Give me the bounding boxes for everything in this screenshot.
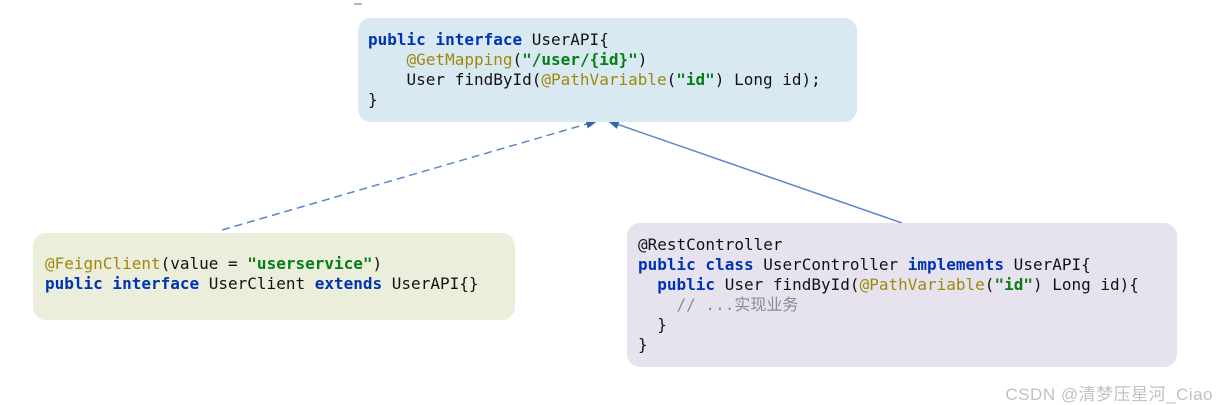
code-token: public interface bbox=[368, 30, 523, 49]
code-token: ( bbox=[984, 275, 995, 294]
code-token: "id" bbox=[994, 275, 1033, 294]
code-token: User findById( bbox=[368, 70, 542, 89]
code-line: public interface UserAPI{ bbox=[368, 30, 847, 50]
code-token: ( bbox=[512, 50, 523, 69]
code-token: } bbox=[368, 90, 378, 109]
code-token: // ...实现业务 bbox=[638, 295, 799, 314]
code-token: @PathVariable bbox=[541, 70, 667, 89]
code-block-userclient: @FeignClient(value = "userservice")publi… bbox=[33, 233, 515, 320]
code-line: public class UserController implements U… bbox=[638, 255, 1166, 275]
code-line: // ...实现业务 bbox=[638, 295, 1166, 315]
code-token: UserAPI{} bbox=[382, 274, 479, 293]
code-token: implements bbox=[907, 255, 1005, 274]
code-token: User findById( bbox=[715, 275, 860, 294]
code-token: "userservice" bbox=[247, 254, 373, 273]
code-line: } bbox=[638, 315, 1166, 335]
code-line: public User findById(@PathVariable("id")… bbox=[638, 275, 1166, 295]
code-token bbox=[638, 275, 657, 294]
code-line: } bbox=[368, 90, 847, 110]
code-token: } bbox=[638, 335, 648, 354]
arrow-userclient-extends-userapi bbox=[221, 119, 598, 231]
code-token: ) Long id); bbox=[714, 70, 821, 89]
code-line: @RestController bbox=[638, 235, 1166, 255]
code-token: ) bbox=[372, 254, 383, 273]
code-token: (value = bbox=[160, 254, 248, 273]
code-line: } bbox=[638, 335, 1166, 355]
code-token: UserClient bbox=[199, 274, 315, 293]
code-token: UserController bbox=[753, 255, 908, 274]
arrow-usercontroller-implements-userapi bbox=[607, 120, 903, 224]
code-token: ) Long id){ bbox=[1032, 275, 1139, 294]
code-token: ) bbox=[637, 50, 648, 69]
code-token: @RestController bbox=[638, 235, 783, 254]
watermark: CSDN @清梦压星河_Ciao bbox=[1005, 385, 1213, 404]
top-edge-mark bbox=[354, 3, 362, 5]
code-token: public class bbox=[638, 255, 754, 274]
code-line: @GetMapping("/user/{id}") bbox=[368, 50, 847, 70]
code-token: } bbox=[638, 315, 667, 334]
code-token: "id" bbox=[676, 70, 715, 89]
code-line: public interface UserClient extends User… bbox=[45, 274, 503, 294]
code-token bbox=[368, 50, 407, 69]
code-line: User findById(@PathVariable("id") Long i… bbox=[368, 70, 847, 90]
code-token: ( bbox=[666, 70, 677, 89]
code-token: UserAPI{ bbox=[1004, 255, 1091, 274]
code-line: @FeignClient(value = "userservice") bbox=[45, 254, 503, 274]
code-block-userapi: public interface UserAPI{ @GetMapping("/… bbox=[358, 18, 857, 122]
code-token: extends bbox=[314, 274, 383, 293]
code-token: @PathVariable bbox=[859, 275, 985, 294]
code-token: @FeignClient bbox=[45, 254, 161, 273]
code-token: public interface bbox=[45, 274, 200, 293]
code-token: UserAPI{ bbox=[522, 30, 609, 49]
code-token: "/user/{id}" bbox=[522, 50, 638, 69]
code-token: public bbox=[657, 275, 716, 294]
code-token: @GetMapping bbox=[406, 50, 513, 69]
